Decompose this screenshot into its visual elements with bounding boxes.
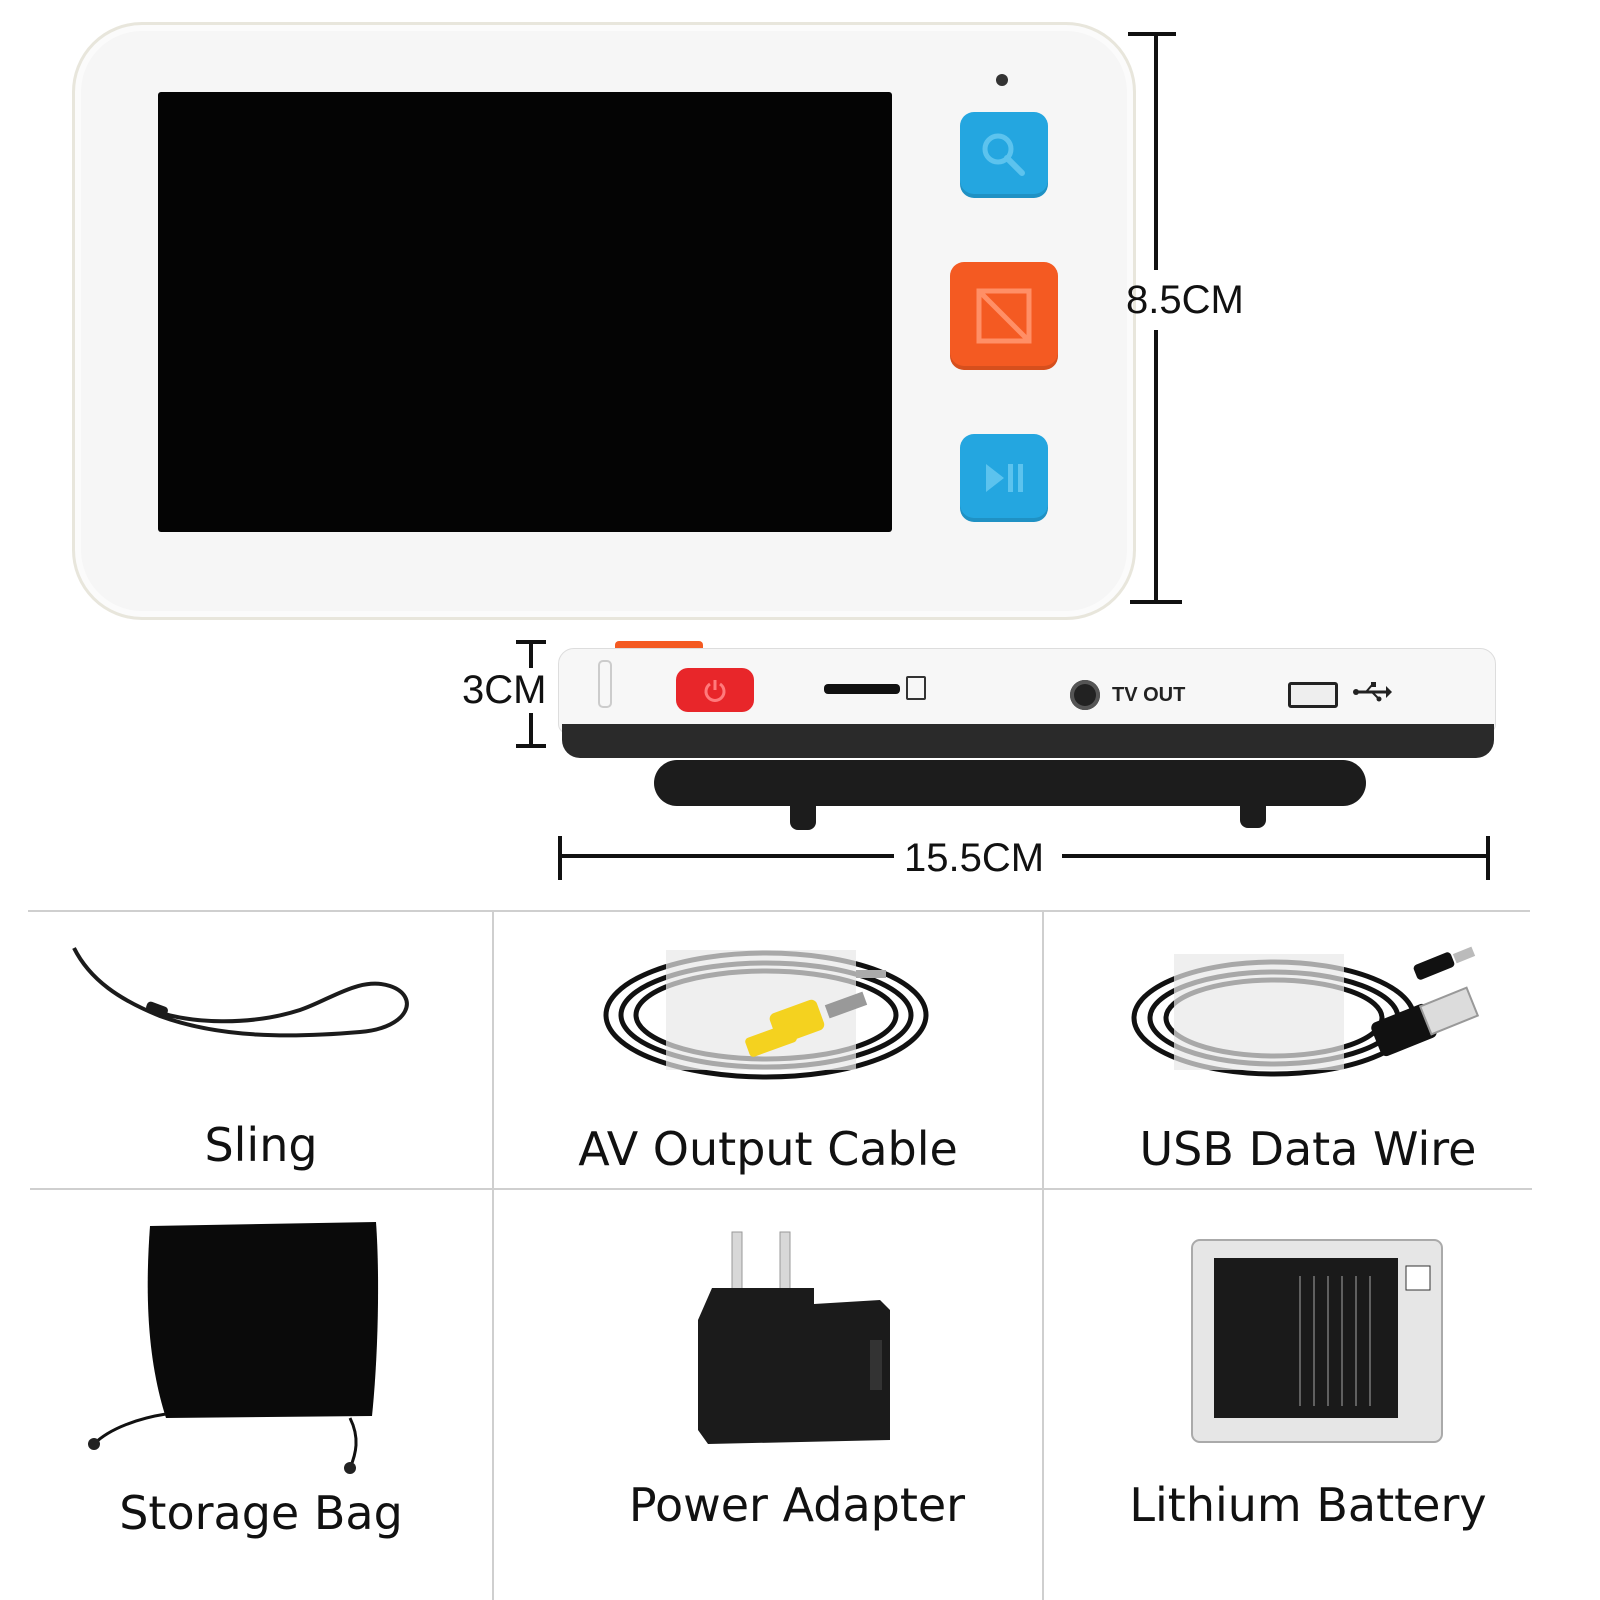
power-adapter-image xyxy=(698,1231,890,1444)
height-dim-tick-top xyxy=(1128,32,1176,36)
lithium-battery-image xyxy=(1191,1239,1443,1443)
mini-usb-port[interactable] xyxy=(1288,682,1338,708)
power-icon xyxy=(704,680,726,702)
width-dim-line-left xyxy=(558,854,894,858)
accessory-label-usb-wire: USB Data Wire xyxy=(1139,1122,1477,1176)
av-cable-image xyxy=(603,950,929,1080)
accessory-label-av-cable: AV Output Cable xyxy=(578,1122,958,1176)
speaker-grille xyxy=(598,660,612,708)
accessory-label-storage-bag: Storage Bag xyxy=(119,1486,403,1540)
sling-image xyxy=(72,947,409,1038)
usb-cable-image xyxy=(1131,946,1480,1077)
play-pause-icon xyxy=(986,464,1023,492)
width-dimension-label: 15.5CM xyxy=(904,836,1045,880)
grid-divider-col1 xyxy=(492,910,494,1600)
device-side-base xyxy=(562,724,1494,758)
depth-dim-tick-bottom xyxy=(516,744,546,748)
device-screen xyxy=(158,92,892,532)
grid-divider-col2 xyxy=(1042,910,1044,1600)
zoom-button[interactable] xyxy=(960,112,1048,198)
tv-out-jack[interactable] xyxy=(1070,680,1100,710)
width-dim-line-right xyxy=(1062,854,1490,858)
depth-dimension-label: 3CM xyxy=(462,668,547,713)
accessory-label-power-adapter: Power Adapter xyxy=(628,1478,966,1532)
width-dim-tick-right xyxy=(1486,836,1490,880)
grid-divider-top xyxy=(28,910,1530,912)
accessory-label-lithium-battery: Lithium Battery xyxy=(1129,1478,1487,1532)
sd-card-slot[interactable] xyxy=(824,684,900,694)
stand-foot-left xyxy=(790,776,816,830)
height-dim-tick-bottom xyxy=(1130,600,1182,604)
magnifier-icon xyxy=(982,133,1025,176)
accessory-label-sling: Sling xyxy=(204,1118,318,1172)
tv-out-label: TV OUT xyxy=(1112,684,1186,706)
height-dim-line-lower xyxy=(1154,330,1158,602)
height-dim-line-upper xyxy=(1154,32,1158,270)
grid-divider-middle xyxy=(30,1188,1532,1190)
stand-foot-right xyxy=(1240,768,1266,828)
color-mode-button[interactable] xyxy=(950,262,1058,370)
sd-card-icon xyxy=(906,676,926,700)
side-top-button-edge xyxy=(615,641,703,649)
storage-bag-image xyxy=(88,1222,379,1474)
contrast-icon xyxy=(976,288,1032,344)
width-dim-tick-left xyxy=(558,836,562,880)
play-pause-button[interactable] xyxy=(960,434,1048,522)
indicator-led xyxy=(996,74,1008,86)
power-button[interactable] xyxy=(676,668,754,712)
usb-icon xyxy=(1353,682,1392,702)
height-dimension-label: 8.5CM xyxy=(1126,278,1244,322)
